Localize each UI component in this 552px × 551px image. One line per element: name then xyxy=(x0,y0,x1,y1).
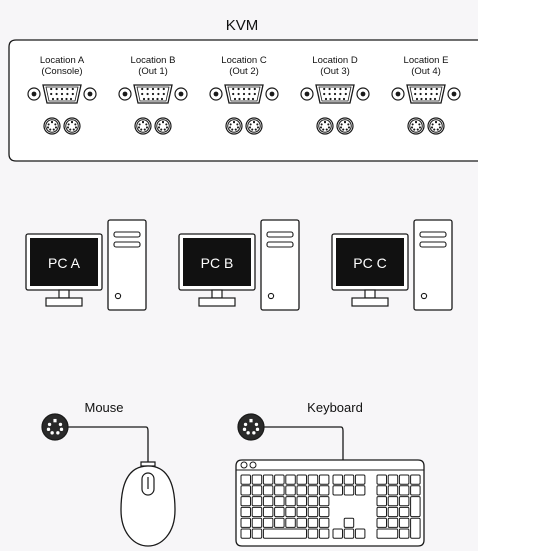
location-d-sub: (Out 3) xyxy=(320,66,350,77)
mouse-ps2-plug-icon xyxy=(41,413,69,441)
location-a-sub: (Console) xyxy=(41,66,82,77)
ps2-port-icon xyxy=(154,117,172,135)
tower-icon xyxy=(413,219,453,311)
vga-port-icon xyxy=(209,84,279,104)
mouse-cable xyxy=(68,426,149,462)
ps2-port-icon xyxy=(245,117,263,135)
location-c: Location C (Out 2) xyxy=(209,55,279,135)
location-c-sub: (Out 2) xyxy=(229,66,259,77)
monitor-icon: PC B xyxy=(178,233,256,307)
ps2-port-icon xyxy=(63,117,81,135)
tower-icon xyxy=(107,219,147,311)
pc-label: PC C xyxy=(353,255,386,271)
keyboard-assembly: Keyboard xyxy=(235,400,425,547)
location-e: Location E (Out 4) xyxy=(391,55,461,135)
mouse-icon xyxy=(120,461,176,547)
mouse-assembly: Mouse xyxy=(41,400,176,547)
location-e-name: Location E xyxy=(404,55,449,66)
ps2-port-icon xyxy=(134,117,152,135)
location-c-name: Location C xyxy=(221,55,267,66)
ps2-port-icon xyxy=(316,117,334,135)
pc-c: PC C xyxy=(331,219,453,311)
vga-port-icon xyxy=(300,84,370,104)
location-b-name: Location B xyxy=(131,55,176,66)
location-d-name: Location D xyxy=(312,55,358,66)
vga-port-icon xyxy=(391,84,461,104)
pc-b: PC B xyxy=(178,219,300,311)
pc-a: PC A xyxy=(25,219,147,311)
keyboard-label: Keyboard xyxy=(307,400,363,415)
ps2-port-icon xyxy=(41,413,69,441)
monitor-icon: PC C xyxy=(331,233,409,307)
keyboard-icon xyxy=(235,459,425,547)
pc-label: PC A xyxy=(48,255,81,271)
ps2-port-icon xyxy=(237,413,265,441)
monitor-icon: PC A xyxy=(25,233,103,307)
mouse-label: Mouse xyxy=(84,400,123,415)
keyboard-cable xyxy=(264,426,344,460)
kvm-title: KVM xyxy=(226,17,259,34)
ps2-port-icon xyxy=(427,117,445,135)
location-e-sub: (Out 4) xyxy=(411,66,441,77)
location-d: Location D (Out 3) xyxy=(300,55,370,135)
location-b: Location B (Out 1) xyxy=(118,55,188,135)
pc-label: PC B xyxy=(201,255,234,271)
location-a: Location A (Console) xyxy=(27,55,97,135)
ps2-port-icon xyxy=(225,117,243,135)
vga-port-icon xyxy=(27,84,97,104)
keyboard-ps2-plug-icon xyxy=(237,413,265,441)
ps2-port-icon xyxy=(336,117,354,135)
location-b-sub: (Out 1) xyxy=(138,66,168,77)
vga-port-icon xyxy=(118,84,188,104)
ps2-port-icon xyxy=(407,117,425,135)
location-a-name: Location A xyxy=(40,55,85,66)
tower-icon xyxy=(260,219,300,311)
ps2-port-icon xyxy=(43,117,61,135)
